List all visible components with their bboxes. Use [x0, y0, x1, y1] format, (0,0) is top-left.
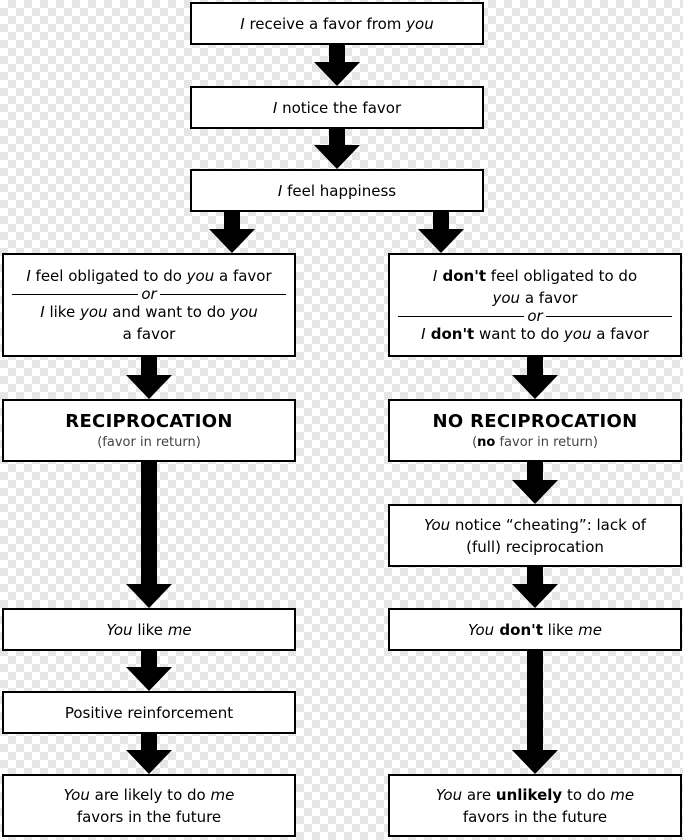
node-receive-favor: I receive a favor from you: [190, 2, 484, 45]
node-unlikely-favors-line-1: You are unlikely to do me: [436, 784, 634, 806]
text: are: [462, 785, 496, 804]
arrow-receive-to-notice: [314, 45, 360, 86]
node-positive-reinforcement-text: Positive reinforcement: [64, 703, 234, 722]
text: like: [44, 303, 80, 321]
word-unlikely: unlikely: [495, 785, 563, 804]
node-likely-favors: You are likely to do me favors in the fu…: [2, 774, 296, 837]
arrow-cheating-to-you-dont-like-me: [512, 567, 558, 608]
word-dont: don't: [437, 267, 487, 285]
node-no-reciprocation: NO RECIPROCATION (no favor in return): [388, 399, 682, 462]
word-i: I: [40, 303, 45, 321]
node-notice-cheating-line-1: You notice “cheating”: lack of: [424, 514, 646, 536]
word-i: I: [277, 181, 283, 200]
text: feel happiness: [282, 181, 397, 200]
node-receive-favor-text: I receive a favor from you: [240, 13, 433, 35]
node-notice-favor: I notice the favor: [190, 86, 484, 129]
text: a favor: [214, 267, 272, 285]
node-not-obligated-line-2: you a favor: [493, 287, 578, 309]
word-i: I: [240, 14, 245, 33]
node-you-like-me: You like me: [2, 608, 296, 651]
arrow-happiness-to-not-obligated: [418, 212, 464, 253]
text: a favor: [591, 325, 649, 343]
text: a favor: [520, 289, 578, 307]
arrow-obligated-to-reciprocation: [126, 357, 172, 399]
node-likely-favors-line-2: favors in the future: [76, 807, 222, 826]
text: feel obligated to do: [30, 267, 187, 285]
separator-text: or: [527, 307, 543, 325]
arrow-no-reciprocation-to-cheating: [512, 462, 558, 504]
node-no-reciprocation-subtitle: (no favor in return): [472, 434, 598, 452]
node-positive-reinforcement: Positive reinforcement: [2, 691, 296, 734]
text: want to do: [474, 325, 564, 343]
node-obligated-line-1: I feel obligated to do you a favor: [26, 265, 271, 287]
word-i: I: [26, 267, 31, 285]
node-unlikely-favors: You are unlikely to do me favors in the …: [388, 774, 682, 837]
text: feel obligated to do: [486, 267, 638, 285]
text: like: [132, 620, 168, 639]
word-you: you: [186, 267, 215, 285]
node-notice-cheating-line-2: (full) reciprocation: [466, 537, 604, 556]
node-likely-favors-line-1: You are likely to do me: [64, 784, 235, 806]
word-you: you: [230, 303, 258, 321]
word-you: You: [423, 515, 451, 534]
text: favor in return): [495, 434, 598, 450]
node-reciprocation-title: RECIPROCATION: [65, 410, 233, 432]
text: like: [542, 620, 579, 639]
word-no: no: [477, 434, 496, 450]
arrow-reciprocation-to-you-like-me: [126, 462, 172, 608]
arrow-notice-to-happiness: [314, 129, 360, 169]
text: are likely to do: [89, 785, 211, 804]
text: receive a favor from: [244, 14, 407, 33]
word-dont: don't: [425, 325, 475, 343]
node-notice-cheating: You notice “cheating”: lack of (full) re…: [388, 504, 682, 567]
node-not-obligated: I don't feel obligated to do you a favor…: [388, 253, 682, 357]
word-you: you: [563, 325, 592, 343]
word-i: I: [421, 325, 426, 343]
or-separator: or: [12, 285, 286, 303]
node-unlikely-favors-line-2: favors in the future: [462, 807, 608, 826]
word-me: me: [610, 785, 635, 804]
node-you-dont-like-me: You don't like me: [388, 608, 682, 651]
node-reciprocation: RECIPROCATION (favor in return): [2, 399, 296, 462]
node-reciprocation-subtitle: (favor in return): [97, 434, 201, 450]
arrow-happiness-to-obligated: [209, 212, 255, 253]
word-you: you: [492, 289, 521, 307]
node-you-dont-like-me-text: You don't like me: [468, 619, 602, 641]
node-notice-favor-text: I notice the favor: [273, 97, 401, 119]
node-feel-happiness: I feel happiness: [190, 169, 484, 212]
node-not-obligated-line-1: I don't feel obligated to do: [433, 265, 637, 287]
word-you: you: [79, 303, 108, 321]
node-no-reciprocation-title: NO RECIPROCATION: [432, 410, 638, 432]
word-me: me: [167, 620, 192, 639]
arrow-you-dont-like-me-to-unlikely: [512, 651, 558, 774]
word-me: me: [210, 785, 235, 804]
arrow-not-obligated-to-no-reciprocation: [512, 357, 558, 399]
node-obligated-line-2: I like you and want to do you: [40, 301, 258, 323]
word-me: me: [578, 620, 603, 639]
word-i: I: [272, 98, 278, 117]
word-you: You: [63, 785, 90, 804]
word-you: You: [467, 620, 495, 639]
arrow-you-like-me-to-positive: [126, 651, 172, 691]
or-separator: or: [398, 307, 672, 325]
word-you: You: [435, 785, 463, 804]
text: notice “cheating”: lack of: [450, 515, 647, 534]
arrow-positive-to-likely: [126, 734, 172, 774]
text: notice the favor: [277, 98, 402, 117]
node-obligated: I feel obligated to do you a favor or I …: [2, 253, 296, 357]
text: (: [472, 434, 478, 450]
word-you: You: [106, 620, 133, 639]
node-feel-happiness-text: I feel happiness: [278, 180, 396, 202]
text: and want to do: [107, 303, 231, 321]
node-you-like-me-text: You like me: [106, 619, 191, 641]
separator-text: or: [141, 285, 157, 303]
node-obligated-line-3: a favor: [122, 325, 176, 343]
text: to do: [562, 785, 611, 804]
word-you: you: [406, 14, 434, 33]
word-dont: don't: [494, 620, 543, 639]
node-not-obligated-line-3: I don't want to do you a favor: [421, 323, 649, 345]
word-i: I: [432, 267, 438, 285]
